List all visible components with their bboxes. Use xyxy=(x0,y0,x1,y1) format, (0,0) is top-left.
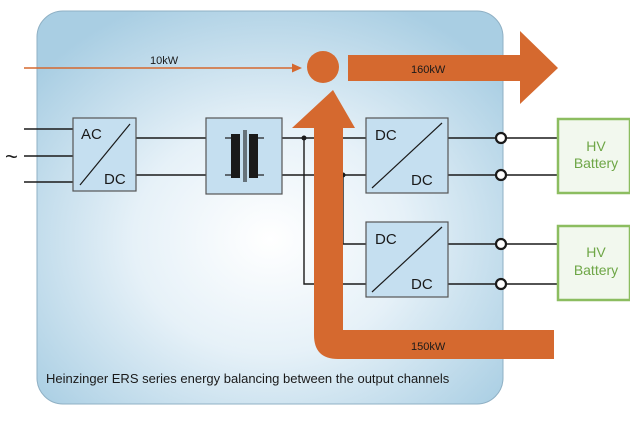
hv-battery-1: HV Battery xyxy=(556,117,630,195)
dc-dc-converter-1: DC DC xyxy=(365,117,449,194)
terminal xyxy=(494,168,508,182)
transformer-core-left xyxy=(231,134,240,178)
return-power-label: 150kW xyxy=(411,341,446,353)
dc1-bottom-label: DC xyxy=(411,172,433,189)
dc1-top-label: DC xyxy=(375,127,397,144)
terminal xyxy=(494,237,508,251)
transformer xyxy=(205,117,283,195)
diagram-caption: Heinzinger ERS series energy balancing b… xyxy=(46,371,450,386)
energy-node xyxy=(307,51,339,83)
system-panel xyxy=(36,10,504,405)
output-terminals xyxy=(494,131,508,291)
battery1-line2: Battery xyxy=(574,155,618,171)
ac-symbol: ~ xyxy=(5,144,18,169)
terminal xyxy=(494,277,508,291)
transformer-core-right xyxy=(249,134,258,178)
dc-dc-converter-2: DC DC xyxy=(365,221,449,298)
output-power-label: 160kW xyxy=(411,64,446,76)
battery1-line1: HV xyxy=(586,138,606,154)
ac-dc-bottom-label: DC xyxy=(104,171,126,188)
hv-battery-2: HV Battery xyxy=(556,224,630,302)
dc2-top-label: DC xyxy=(375,231,397,248)
input-power-label: 10kW xyxy=(150,55,179,67)
output-power-arrow: 160kW xyxy=(348,31,558,104)
ac-input-lines xyxy=(24,128,73,183)
return-power-arrow: 150kW xyxy=(292,90,554,359)
junction-dot xyxy=(301,135,307,141)
battery2-line2: Battery xyxy=(574,262,618,278)
dc2-bottom-label: DC xyxy=(411,276,433,293)
terminal xyxy=(494,131,508,145)
battery2-line1: HV xyxy=(586,244,606,260)
ac-dc-converter: AC DC xyxy=(72,117,137,192)
input-power-flow: 10kW xyxy=(24,55,302,73)
ac-dc-top-label: AC xyxy=(81,126,102,143)
